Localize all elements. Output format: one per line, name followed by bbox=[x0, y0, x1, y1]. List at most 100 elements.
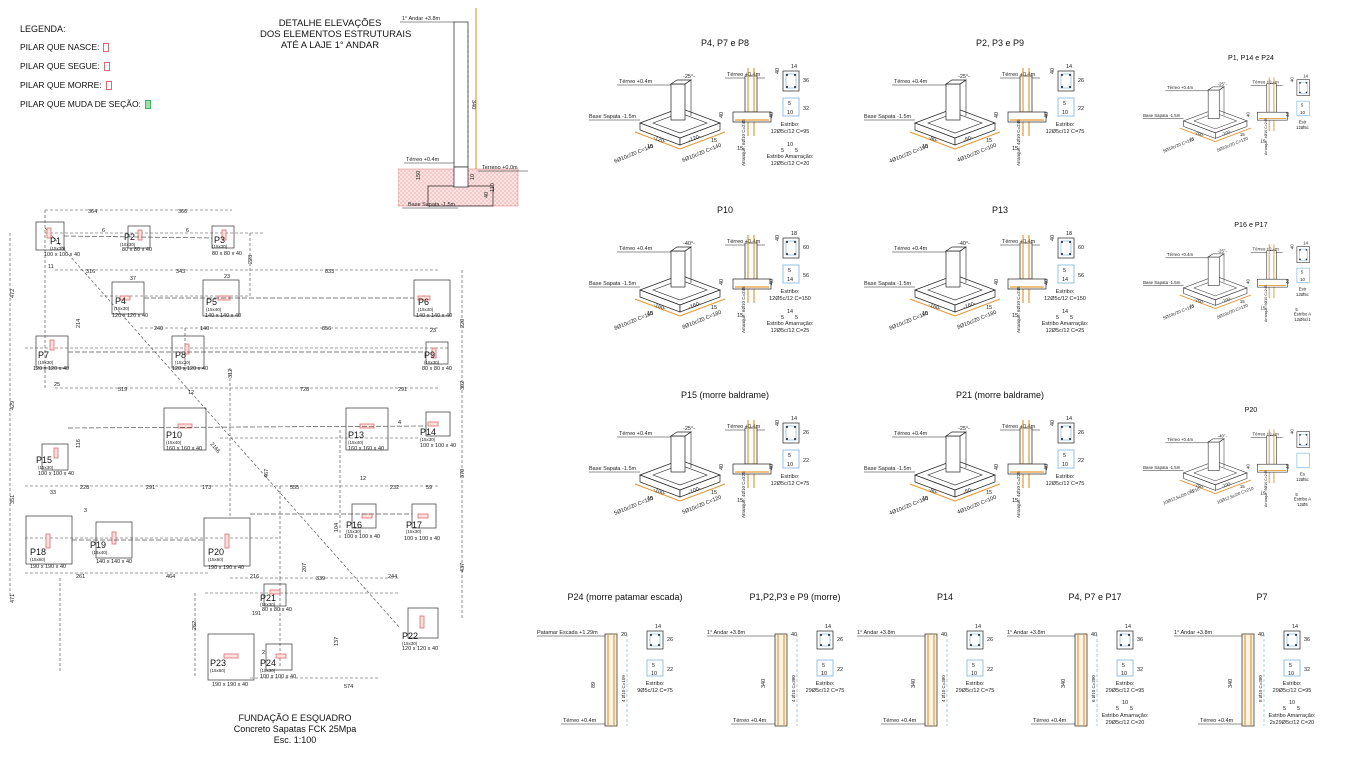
svg-text:P19: P19 bbox=[90, 540, 106, 550]
svg-text:(15x60): (15x60) bbox=[210, 668, 226, 673]
svg-text:5: 5 bbox=[1295, 307, 1298, 312]
svg-text:Térreo +0.4m: Térreo +0.4m bbox=[1167, 85, 1194, 90]
svg-text:40: 40 bbox=[1290, 429, 1295, 434]
svg-text:120 x 120 x 40: 120 x 120 x 40 bbox=[33, 366, 69, 372]
svg-text:366: 366 bbox=[178, 209, 187, 215]
footing-title: P16 e P17 bbox=[1234, 221, 1267, 229]
svg-text:(15x30): (15x30) bbox=[38, 360, 54, 365]
svg-text:14: 14 bbox=[791, 64, 797, 70]
svg-text:P13: P13 bbox=[348, 430, 364, 440]
svg-text:26: 26 bbox=[837, 637, 843, 643]
svg-text:(15x60): (15x60) bbox=[30, 557, 46, 562]
svg-text:6Ø10c/20 C=140: 6Ø10c/20 C=140 bbox=[614, 144, 655, 165]
svg-text:-190-: -190- bbox=[1221, 481, 1233, 489]
svg-text:14: 14 bbox=[1292, 624, 1298, 630]
svg-text:Estribo:: Estribo: bbox=[781, 474, 800, 480]
stirrup-drawing: 14 5 10 Estr 12Ø5c 5 Estribo A 12Ø5c/1 bbox=[1294, 240, 1311, 322]
svg-text:5: 5 bbox=[795, 315, 798, 321]
legend-item-morre: PILAR QUE MORRE: bbox=[20, 80, 151, 90]
footing-section-drawing: Térreo +0.4m 40 40 15 Arranque: 4Ø10 C=2… bbox=[725, 420, 781, 518]
svg-text:2x29Ø5c/12 C=20: 2x29Ø5c/12 C=20 bbox=[1270, 720, 1315, 726]
svg-text:-25°-: -25°- bbox=[1218, 248, 1228, 253]
svg-text:22: 22 bbox=[667, 667, 673, 673]
svg-text:15: 15 bbox=[922, 496, 928, 502]
footing-detail-2: P1, P14 e P24 Térreo +0.4m Base Sapata -… bbox=[1143, 54, 1310, 155]
svg-text:14: 14 bbox=[655, 624, 661, 630]
svg-text:160 x 160 x 40: 160 x 160 x 40 bbox=[166, 446, 202, 452]
svg-text:364: 364 bbox=[88, 209, 97, 215]
svg-text:-40°-: -40°- bbox=[683, 241, 695, 247]
svg-text:Térreo +0.4m: Térreo +0.4m bbox=[1253, 80, 1280, 85]
svg-text:P15: P15 bbox=[36, 455, 52, 465]
svg-text:P9: P9 bbox=[424, 350, 435, 360]
svg-text:190 x 190 x 40: 190 x 190 x 40 bbox=[208, 565, 244, 571]
svg-text:191: 191 bbox=[252, 611, 261, 617]
svg-text:100 x 100 x 40: 100 x 100 x 40 bbox=[344, 534, 380, 540]
svg-text:2: 2 bbox=[262, 650, 265, 656]
svg-text:P24: P24 bbox=[260, 658, 276, 668]
svg-text:1° Andar +3.8m: 1° Andar +3.8m bbox=[1174, 630, 1213, 636]
svg-text:4 Ø10 C=380: 4 Ø10 C=380 bbox=[941, 675, 946, 702]
pillar-symbol-icon bbox=[103, 42, 110, 52]
svg-text:220: 220 bbox=[460, 319, 466, 328]
svg-text:40: 40 bbox=[1245, 279, 1250, 284]
svg-text:(15x60): (15x60) bbox=[208, 557, 224, 562]
svg-text:Estr: Estr bbox=[1299, 286, 1307, 291]
svg-text:-100-: -100- bbox=[1221, 296, 1233, 304]
svg-text:Patamar Escada +1.29m: Patamar Escada +1.29m bbox=[537, 630, 598, 636]
svg-text:14: 14 bbox=[787, 309, 793, 315]
svg-text:40: 40 bbox=[775, 68, 781, 74]
svg-text:173: 173 bbox=[202, 485, 211, 491]
svg-text:22: 22 bbox=[987, 667, 993, 673]
pillar-P17: P17(15x30)100 x 100 x 40 bbox=[404, 503, 440, 542]
svg-text:15: 15 bbox=[737, 146, 743, 152]
svg-text:40: 40 bbox=[1050, 420, 1056, 426]
svg-text:29Ø5c/12 C=20: 29Ø5c/12 C=20 bbox=[1106, 720, 1145, 726]
svg-text:833: 833 bbox=[325, 269, 334, 275]
svg-text:Térreo +0.4m: Térreo +0.4m bbox=[619, 79, 653, 85]
svg-text:-100-: -100- bbox=[1194, 130, 1206, 138]
svg-text:312: 312 bbox=[228, 369, 234, 378]
footing-iso-drawing bbox=[634, 246, 726, 317]
svg-text:4: 4 bbox=[398, 420, 401, 426]
svg-text:P17: P17 bbox=[406, 520, 422, 530]
svg-text:59: 59 bbox=[426, 485, 432, 491]
column-detail-3: P4, P7 e P17 1° Andar +3.8m Térreo +0.4m… bbox=[1007, 592, 1149, 727]
svg-text:Estribo:: Estribo: bbox=[966, 681, 985, 687]
svg-text:Térreo +0.4m: Térreo +0.4m bbox=[1033, 718, 1067, 724]
svg-text:26: 26 bbox=[667, 637, 673, 643]
svg-text:Térreo +0.4m: Térreo +0.4m bbox=[727, 72, 761, 78]
svg-text:429: 429 bbox=[10, 401, 16, 410]
svg-text:32: 32 bbox=[1304, 667, 1310, 673]
svg-text:15: 15 bbox=[1260, 490, 1265, 495]
svg-text:464: 464 bbox=[166, 574, 175, 580]
svg-text:Estribo A: Estribo A bbox=[1294, 312, 1311, 317]
svg-text:Base Sapata -1.5m: Base Sapata -1.5m bbox=[589, 466, 637, 472]
column-title: P14 bbox=[937, 592, 953, 602]
svg-text:140 x 140 x 40: 140 x 140 x 40 bbox=[96, 559, 132, 565]
svg-text:5Ø10c/20 C=120: 5Ø10c/20 C=120 bbox=[1162, 136, 1195, 153]
svg-text:14: 14 bbox=[1066, 416, 1072, 422]
svg-text:2166: 2166 bbox=[208, 441, 220, 454]
svg-text:728: 728 bbox=[300, 387, 309, 393]
svg-text:240: 240 bbox=[154, 326, 163, 332]
footing-detail-6: P15 (morre baldrame) Térreo +0.4m Base S… bbox=[589, 390, 809, 518]
svg-text:12Ø5c/12 C=25: 12Ø5c/12 C=25 bbox=[1046, 328, 1085, 334]
svg-text:15: 15 bbox=[737, 498, 743, 504]
svg-text:5Ø10c/20 C=120: 5Ø10c/20 C=120 bbox=[614, 496, 655, 517]
svg-text:14: 14 bbox=[975, 624, 981, 630]
svg-text:3: 3 bbox=[84, 508, 87, 514]
svg-text:190 x 190 x 40: 190 x 190 x 40 bbox=[212, 682, 248, 688]
svg-text:467: 467 bbox=[264, 469, 270, 478]
footing-detail-7: P21 (morre baldrame) Térreo +0.4m Base S… bbox=[864, 390, 1085, 518]
svg-text:228: 228 bbox=[80, 485, 89, 491]
svg-text:40: 40 bbox=[1285, 112, 1290, 117]
svg-text:5: 5 bbox=[1295, 492, 1298, 497]
svg-text:12Ø5c/12 C=75: 12Ø5c/12 C=75 bbox=[1046, 481, 1085, 487]
svg-text:40: 40 bbox=[994, 464, 1000, 470]
footing-detail-3: P10 Térreo +0.4m Base Sapata -1.5m -40°-… bbox=[589, 205, 814, 334]
svg-text:15: 15 bbox=[647, 144, 653, 150]
footing-detail-5: P16 e P17 Térreo +0.4m Base Sapata -1.5m… bbox=[1143, 221, 1311, 322]
svg-text:-25°-: -25°- bbox=[958, 426, 970, 432]
svg-text:22: 22 bbox=[803, 458, 809, 464]
